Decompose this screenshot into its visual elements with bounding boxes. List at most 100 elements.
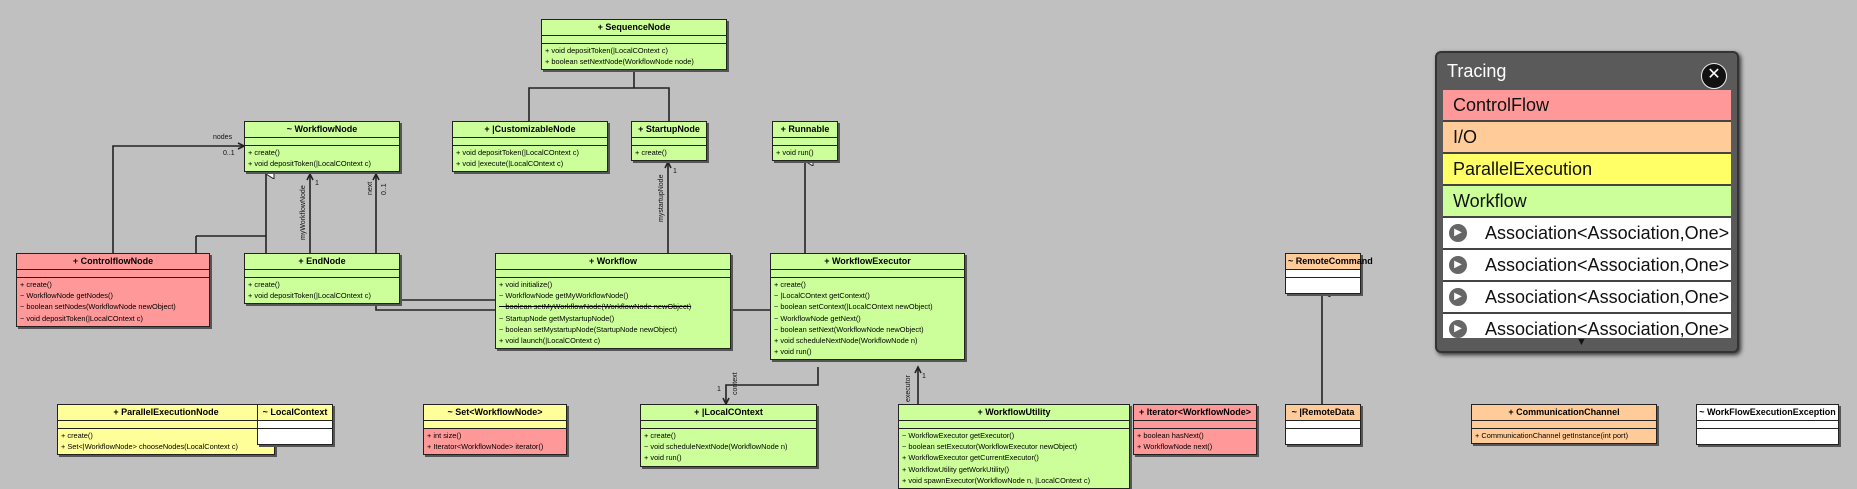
operation: + create() [635,148,667,157]
operation: ~ StartupNode getMystartupNode() [499,313,615,323]
operations-compartment: + void initialize() ~ WorkflowNode getMy… [496,278,730,348]
operations-compartment [1286,429,1360,444]
play-icon[interactable]: ▶ [1449,320,1467,338]
attributes-compartment [58,421,274,429]
operation: ~ WorkflowNode getMyWorkflowNode() [499,291,629,301]
attributes-compartment [1286,270,1360,278]
operation: + void depositToken(|LocalCOntext c) [545,46,668,55]
operation: + void |execute(|LocalCOntext c) [456,159,564,169]
operation: ~ boolean setExecutor(WorkflowExecutor n… [902,442,1078,452]
operation: + boolean setNextNode(WorkflowNode node) [545,57,694,67]
class-workflow-utility[interactable]: + WorkflowUtility ~ WorkflowExecutor get… [898,404,1130,489]
play-icon[interactable]: ▶ [1449,224,1467,242]
class-header: + |LocalCOntext [641,405,816,421]
class-customizable-node[interactable]: + |CustomizableNode + void depositToken(… [452,121,608,173]
class-communication-channel[interactable]: + CommunicationChannel + CommunicationCh… [1471,404,1657,445]
role-label-executor: executor [905,375,912,402]
operation: + void run() [644,453,682,463]
class-header: + SequenceNode [542,20,726,36]
role-label-nodes: nodes [213,134,233,141]
play-icon[interactable]: ▶ [1449,256,1467,274]
operation: + create() [644,431,676,440]
operation: ~ boolean setNext(WorkflowNode newObject… [774,324,924,334]
operation: + create() [248,148,280,157]
class-header: + Runnable [773,122,837,138]
operation: + CommunicationChannel getInstance(int p… [1475,431,1629,440]
class-remote-data[interactable]: ~ |RemoteData [1285,404,1361,445]
operation: + void initialize() [499,280,553,289]
tracing-category-controlflow[interactable]: ControlFlow [1443,90,1731,122]
operation: + Set<|WorkflowNode> chooseNodes(LocalCo… [61,442,238,452]
class-startup-node[interactable]: + StartupNode + create() [631,121,707,162]
multiplicity-label: 0..1 [223,150,235,157]
operations-compartment: + create() + Set<|WorkflowNode> chooseNo… [58,429,274,454]
class-controlflow-node[interactable]: + ControlflowNode + create() ~ WorkflowN… [16,253,210,327]
role-label-context: context [732,372,739,395]
class-header: ~ WorkFlowExecutionException [1697,405,1838,421]
operation: + boolean hasNext() [1137,431,1204,440]
class-header: + ParallelExecutionNode [58,405,274,421]
association-edge [112,145,244,253]
operation: + create() [20,280,52,289]
class-header: + WorkflowExecutor [771,254,964,270]
scroll-down-icon[interactable]: ▼ [1576,336,1587,348]
tracing-association-item[interactable]: ▶ Association<Association,One> [1443,282,1731,314]
class-workflow-execution-exception[interactable]: ~ WorkFlowExecutionException [1696,404,1839,445]
operation: + WorkflowNode next() [1137,442,1213,452]
class-header: + WorkflowUtility [899,405,1129,421]
operation: + create() [61,431,93,440]
tracing-category-io[interactable]: I/O [1443,122,1731,154]
attributes-compartment [17,270,209,278]
close-icon[interactable]: ✕ [1701,63,1727,89]
operation: ~ WorkflowExecutor getExecutor() [902,431,1015,440]
class-runnable[interactable]: + Runnable + void run() [772,121,838,162]
operation: + void scheduleNextNode(WorkflowNode n) [774,336,918,346]
class-set-workflow-node[interactable]: ~ Set<WorkflowNode> + int size() + Itera… [423,404,567,456]
class-workflow-node[interactable]: ~ WorkflowNode + create() + void deposit… [244,121,400,173]
operations-compartment: + create() [632,146,706,160]
operations-compartment: + create() ~ WorkflowNode getNodes() ~ b… [17,278,209,326]
class-end-node[interactable]: + EndNode + create() + void depositToken… [244,253,400,305]
class-sequence-node[interactable]: + SequenceNode + void depositToken(|Loca… [541,19,727,71]
role-label-mystartup-node: mystartupNode [658,174,665,222]
operation: + void spawnExecutor(WorkflowNode n, |Lo… [902,475,1091,485]
operation: ~ void scheduleNextNode(WorkflowNode n) [644,442,788,452]
operation: + void run() [774,347,812,357]
attributes-compartment [424,421,566,429]
class-local-context[interactable]: ~ LocalContext [257,404,333,445]
class-iterator-workflow-node[interactable]: + Iterator<WorkflowNode> + boolean hasNe… [1133,404,1257,456]
operations-compartment: + create() + void depositToken(|LocalCOn… [245,278,399,303]
play-icon[interactable]: ▶ [1449,288,1467,306]
operation: ~ void depositToken(|LocalCOntext c) [20,313,143,323]
operation: + void launch(|LocalCOntext c) [499,336,601,346]
operation: + void depositToken(|LocalCOntext c) [456,148,579,157]
tracing-list[interactable]: ControlFlow I/O ParallelExecution Workfl… [1443,90,1731,338]
class-i-local-context[interactable]: + |LocalCOntext + create() ~ void schedu… [640,404,817,467]
operation: + WorkflowExecutor getCurrentExecutor() [902,453,1039,463]
operation: + WorkflowUtility getWorkUtility() [902,464,1010,474]
operations-compartment [258,429,332,444]
tracing-title: Tracing [1447,61,1507,81]
tracing-association-item[interactable]: ▶ Association<Association,One> [1443,218,1731,250]
association-label: Association<Association,One> [1485,255,1730,275]
tracing-category-parallel-execution[interactable]: ParallelExecution [1443,154,1731,186]
association-edge [725,367,819,404]
association-label: Association<Association,One> [1485,223,1730,243]
class-workflow[interactable]: + Workflow + void initialize() ~ Workflo… [495,253,731,350]
operation: ~ boolean setNodes(WorkflowNode newObjec… [20,302,176,312]
class-header: + EndNode [245,254,399,270]
operation: + void run() [776,148,814,157]
attributes-compartment [258,421,332,429]
tracing-association-item[interactable]: ▶ Association<Association,One> [1443,314,1731,338]
class-remote-command[interactable]: ~ RemoteCommand [1285,253,1373,294]
attributes-compartment [1472,421,1656,429]
class-parallel-execution-node[interactable]: + ParallelExecutionNode + create() + Set… [57,404,275,456]
operations-compartment [1697,429,1838,444]
class-workflow-executor[interactable]: + WorkflowExecutor + create() ~ |LocalCO… [770,253,965,361]
tracing-category-workflow[interactable]: Workflow [1443,186,1731,218]
multiplicity-label: 0..1 [381,183,388,195]
operation: ~ |LocalCOntext getContext() [774,291,870,301]
operations-compartment: + create() ~ |LocalCOntext getContext() … [771,278,964,359]
tracing-association-item[interactable]: ▶ Association<Association,One> [1443,250,1731,282]
tracing-panel: Tracing ✕ ControlFlow I/O ParallelExecut… [1435,51,1739,353]
